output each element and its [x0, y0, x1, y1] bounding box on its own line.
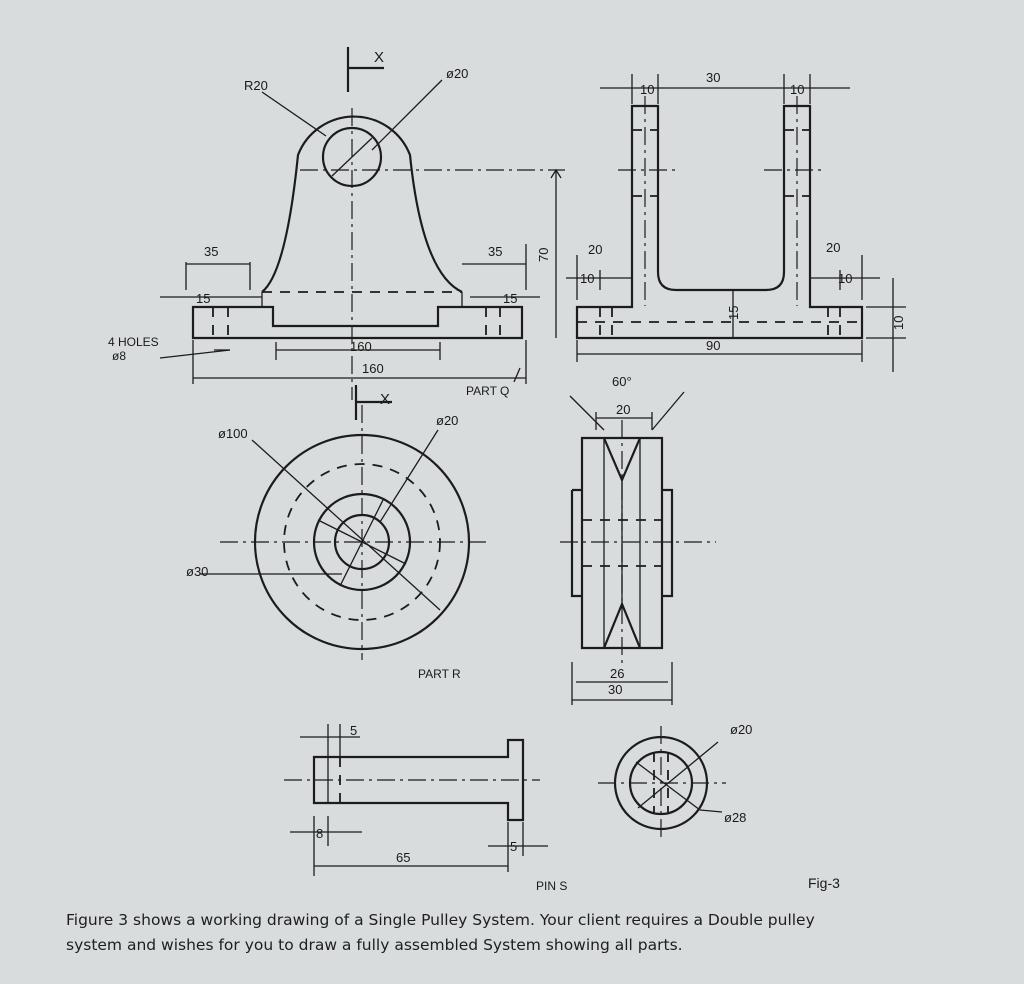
- dim-20-left: 20: [588, 242, 602, 257]
- phi100-label: ø100: [218, 426, 248, 441]
- phi20-q-label: ø20: [446, 66, 468, 81]
- caption-line-2: system and wishes for you to draw a full…: [66, 936, 683, 954]
- pin-s-side-view: [284, 724, 548, 876]
- r20-label: R20: [244, 78, 268, 93]
- working-drawing: R20 X ø20 35 15 35 15 70 4 HOLES ø8 160 …: [108, 47, 906, 893]
- phi20-s-label: ø20: [730, 722, 752, 737]
- angle-60-label: 60°: [612, 374, 632, 389]
- dim-160-inner: 160: [350, 339, 372, 354]
- figure-number: Fig-3: [808, 875, 840, 891]
- part-r-front-view: [200, 405, 490, 660]
- dim-30: 30: [706, 70, 720, 85]
- pin-s-label: PIN S: [536, 879, 567, 893]
- part-q-side-view: [566, 74, 906, 372]
- part-q-label: PART Q: [466, 384, 509, 398]
- dim-10-inner-left: 10: [580, 271, 594, 286]
- dim-65: 65: [396, 850, 410, 865]
- phi30-label: ø30: [186, 564, 208, 579]
- part-r-label: PART R: [418, 667, 461, 681]
- phi28-label: ø28: [724, 810, 746, 825]
- pin-s-end-view: [598, 726, 726, 840]
- dim-160-outer: 160: [362, 361, 384, 376]
- dim-15-left: 15: [196, 291, 210, 306]
- part-q-front-view: [159, 47, 565, 420]
- holes-label: 4 HOLES: [108, 335, 159, 349]
- dim-30-width: 30: [608, 682, 622, 697]
- figure-caption: Figure 3 shows a working drawing of a Si…: [66, 908, 1006, 958]
- dim-5-head: 5: [510, 839, 517, 854]
- dim-10-side: 10: [891, 316, 906, 330]
- dim-20-right: 20: [826, 240, 840, 255]
- dim-26: 26: [610, 666, 624, 681]
- section-x-bottom-label: X: [380, 391, 390, 408]
- dim-10-b: 10: [790, 82, 804, 97]
- phi20-r-label: ø20: [436, 413, 458, 428]
- dim-15-right: 15: [503, 291, 517, 306]
- part-r-side-view: [560, 391, 716, 705]
- dim-20-groove: 20: [616, 402, 630, 417]
- dim-35-right: 35: [488, 244, 502, 259]
- dim-5: 5: [350, 723, 357, 738]
- caption-line-1: Figure 3 shows a working drawing of a Si…: [66, 911, 815, 929]
- dim-10-inner-right: 10: [838, 271, 852, 286]
- holes-diameter-label: ø8: [112, 349, 126, 363]
- dim-10-a: 10: [640, 82, 654, 97]
- dim-8: 8: [316, 826, 323, 841]
- dim-70: 70: [536, 248, 551, 262]
- dim-15-side: 15: [726, 306, 741, 320]
- section-x-top-label: X: [374, 49, 384, 66]
- dim-35-left: 35: [204, 244, 218, 259]
- dim-90: 90: [706, 338, 720, 353]
